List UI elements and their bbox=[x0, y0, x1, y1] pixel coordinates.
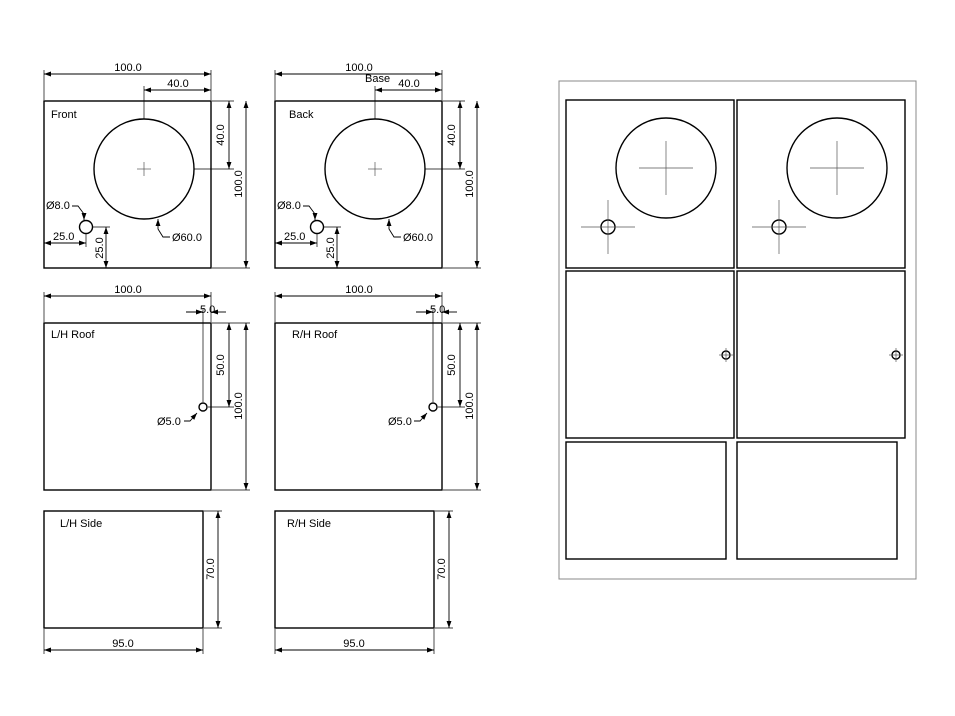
sheet-front-panel bbox=[565, 99, 735, 269]
back-small-hole-dia: Ø8.0 bbox=[277, 200, 301, 212]
rh-roof-width-dim: 100.0 bbox=[345, 284, 373, 296]
lh-side-label: L/H Side bbox=[60, 518, 102, 530]
lh-roof-hole bbox=[198, 402, 208, 412]
rh-roof-label: R/H Roof bbox=[292, 329, 338, 341]
rh-side-height-dim: 70.0 bbox=[436, 558, 448, 579]
lh-side-group: L/H Side 70.0 95.0 bbox=[43, 510, 222, 654]
back-small-hole bbox=[309, 219, 325, 235]
rh-side-outline bbox=[274, 510, 435, 629]
front-width-dim: 100.0 bbox=[114, 62, 142, 74]
rh-roof-outline bbox=[274, 322, 443, 491]
front-large-hole-leader bbox=[155, 219, 170, 238]
rh-roof-hole-x-dim: 5.0 bbox=[430, 304, 445, 316]
rh-roof-hole-leader bbox=[414, 412, 428, 422]
lh-roof-outline bbox=[43, 322, 212, 491]
back-hole-from-top-dim: 40.0 bbox=[446, 124, 458, 145]
sheet-front-large-hole bbox=[615, 117, 717, 219]
rh-roof-height-dim: 100.0 bbox=[464, 392, 476, 420]
lh-side-height-dim: 70.0 bbox=[205, 558, 217, 579]
back-width-dim: 100.0 bbox=[345, 62, 373, 74]
lh-side-width-dim: 95.0 bbox=[112, 638, 133, 650]
lh-roof-hole-x-dim: 5.0 bbox=[200, 304, 215, 316]
sheet-rh-side bbox=[736, 441, 898, 560]
rh-side-group: R/H Side 70.0 95.0 bbox=[274, 510, 453, 654]
back-small-hole-y-dim: 25.0 bbox=[325, 237, 337, 258]
lh-roof-hole-leader bbox=[184, 412, 198, 422]
sheet-back-panel bbox=[736, 99, 906, 269]
rh-roof-hole-dia: Ø5.0 bbox=[388, 416, 412, 428]
front-height-dim: 100.0 bbox=[233, 170, 245, 198]
rh-roof-hole-y-dim: 50.0 bbox=[446, 354, 458, 375]
lh-roof-group: L/H Roof 100.0 5.0 50.0 100.0 Ø5.0 bbox=[43, 284, 250, 491]
lh-roof-hole-y-dim: 50.0 bbox=[215, 354, 227, 375]
sheet-lh-roof bbox=[565, 270, 735, 439]
back-height-dim: 100.0 bbox=[464, 170, 476, 198]
back-large-hole-leader bbox=[386, 219, 401, 238]
front-panel-group: Front 100.0 40.0 40.0 100.0 Ø8.0 25.0 bbox=[43, 62, 250, 269]
front-small-hole-y-dim: 25.0 bbox=[94, 237, 106, 258]
lh-side-outline bbox=[43, 510, 204, 629]
front-small-hole-x-dim: 25.0 bbox=[53, 231, 74, 243]
rh-roof-hole bbox=[428, 402, 438, 412]
back-small-hole-x-dim: 25.0 bbox=[284, 231, 305, 243]
front-large-hole-dia: Ø60.0 bbox=[172, 232, 202, 244]
base-label: Base bbox=[365, 73, 390, 85]
back-panel-outline bbox=[274, 100, 443, 269]
back-panel-group: Back Base 100.0 40.0 40.0 100.0 Ø8.0 25.… bbox=[274, 62, 481, 269]
lh-roof-hole-dia: Ø5.0 bbox=[157, 416, 181, 428]
lh-roof-label: L/H Roof bbox=[51, 329, 95, 341]
front-small-hole-leader bbox=[72, 205, 87, 220]
back-small-hole-leader bbox=[303, 205, 318, 220]
front-hole-from-top-dim: 40.0 bbox=[215, 124, 227, 145]
rh-roof-group: R/H Roof 100.0 5.0 50.0 100.0 Ø5.0 bbox=[274, 284, 481, 491]
back-panel-label: Back bbox=[289, 109, 314, 121]
front-panel-label: Front bbox=[51, 109, 77, 121]
rh-side-width-dim: 95.0 bbox=[343, 638, 364, 650]
sheet-lh-side bbox=[565, 441, 727, 560]
sheet-border bbox=[558, 80, 917, 580]
front-panel-outline bbox=[43, 100, 212, 269]
sheet-layout bbox=[558, 80, 917, 580]
sheet-rh-roof bbox=[736, 270, 906, 439]
lh-roof-width-dim: 100.0 bbox=[114, 284, 142, 296]
front-hole-offset-dim: 40.0 bbox=[167, 78, 188, 90]
rh-side-label: R/H Side bbox=[287, 518, 331, 530]
sheet-back-large-hole bbox=[786, 117, 888, 219]
back-large-hole-dia: Ø60.0 bbox=[403, 232, 433, 244]
front-small-hole bbox=[78, 219, 94, 235]
lh-roof-height-dim: 100.0 bbox=[233, 392, 245, 420]
back-hole-offset-dim: 40.0 bbox=[398, 78, 419, 90]
front-small-hole-dia: Ø8.0 bbox=[46, 200, 70, 212]
